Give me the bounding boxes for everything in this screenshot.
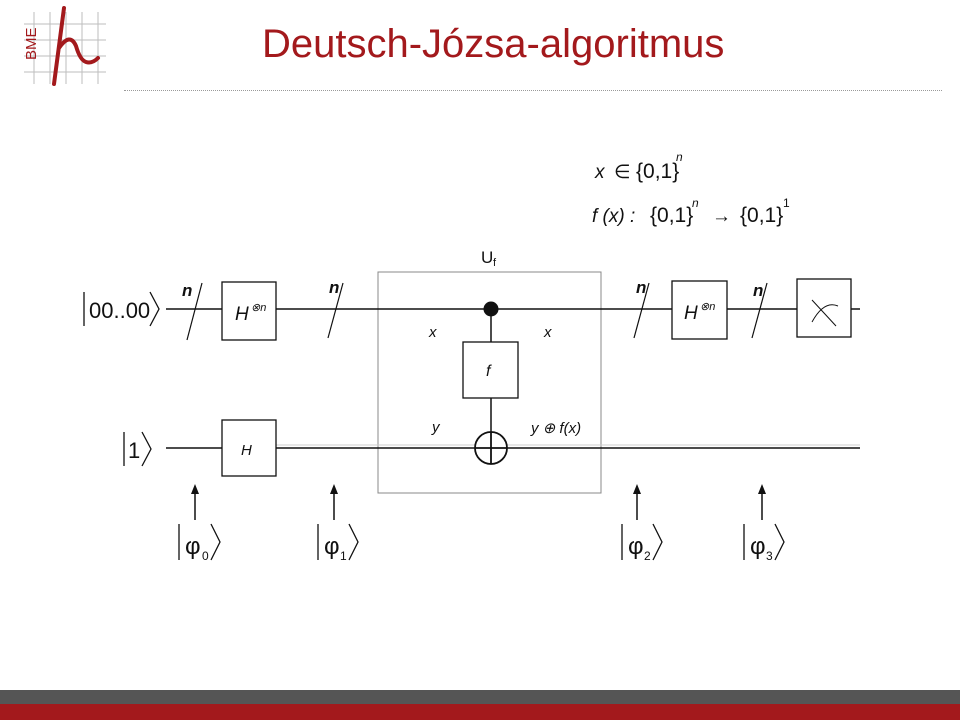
logo-grid: [24, 12, 106, 84]
title-divider: [124, 90, 942, 91]
input-top-label: 00..00: [89, 298, 150, 323]
formula1-rel: ∈: [614, 162, 631, 183]
svg-text:H: H: [241, 442, 252, 459]
wire-slash-1: [186, 282, 203, 341]
n-label-4: n: [753, 281, 763, 300]
wire-slash-2: [327, 282, 344, 339]
logo-h-glyph: [52, 6, 100, 86]
svg-text:⊗n: ⊗n: [251, 302, 266, 314]
input-ket-bottom: 1: [123, 431, 152, 467]
svg-text:3: 3: [766, 549, 773, 563]
svg-text:φ: φ: [185, 533, 201, 560]
formula2-domain: {0,1}: [650, 204, 693, 227]
uf-label: U f: [481, 248, 497, 269]
hadamard-n-gate-2: H ⊗n: [671, 280, 728, 340]
xor-target: [474, 431, 508, 465]
svg-text:φ: φ: [750, 533, 766, 560]
svg-text:1: 1: [340, 549, 347, 563]
qubit-labels: x x y y ⊕ f(x): [428, 324, 581, 437]
uf-box: [377, 271, 602, 494]
measurement-meter-icon: [796, 278, 852, 338]
formula2-codomain: {0,1}: [740, 204, 783, 227]
wire-slash-3: [633, 282, 650, 339]
n-label-2: n: [329, 278, 339, 297]
svg-text:0: 0: [202, 549, 209, 563]
hadamard-n-gate-1: H ⊗n: [221, 281, 277, 341]
state-arrows: [191, 484, 766, 520]
footer-bar-gray: [0, 690, 960, 704]
oracle-f-gate: f: [462, 341, 519, 399]
svg-text:f: f: [486, 363, 492, 380]
formula2-arrow: →: [712, 206, 731, 227]
formula1-set: {0,1}: [636, 160, 679, 183]
state-ket-0: φ 0: [178, 523, 221, 563]
formula1-var: x: [594, 162, 606, 183]
label-x-in: x: [428, 324, 437, 341]
state-ket-3: φ 3: [743, 523, 785, 563]
n-label-3: n: [636, 278, 646, 297]
label-x-out: x: [543, 324, 552, 341]
formula2-codomain-exp: 1: [783, 196, 790, 210]
wire-n-labels: n n n n: [182, 278, 763, 300]
logo-text: BME: [23, 27, 40, 60]
svg-text:U: U: [481, 248, 493, 267]
input-ket-top: 00..00: [83, 291, 160, 327]
formula2-func: f (x) :: [592, 206, 635, 227]
label-y-in: y: [431, 419, 441, 436]
formula2-domain-exp: n: [692, 196, 699, 210]
state-ket-2: φ 2: [621, 523, 663, 563]
svg-text:f: f: [493, 257, 497, 269]
formula-domain: x ∈ {0,1} n: [594, 150, 683, 183]
formula1-exp: n: [676, 150, 683, 164]
svg-text:φ: φ: [324, 533, 340, 560]
page-title: Deutsch-Józsa-algoritmus: [262, 22, 725, 66]
formula-function: f (x) : {0,1} n → {0,1} 1: [592, 196, 790, 227]
state-ket-1: φ 1: [317, 523, 359, 563]
svg-text:H: H: [684, 303, 698, 324]
n-label-1: n: [182, 281, 192, 300]
bme-logo: BME: [23, 6, 106, 86]
svg-text:φ: φ: [628, 533, 644, 560]
svg-text:⊗n: ⊗n: [700, 301, 715, 313]
svg-text:2: 2: [644, 549, 651, 563]
input-bottom-label: 1: [128, 438, 140, 463]
footer-bar-red: [0, 704, 960, 720]
svg-text:H: H: [235, 304, 249, 325]
label-y-out: y ⊕ f(x): [530, 420, 581, 437]
hadamard-gate: H: [221, 419, 277, 477]
wire-slash-4: [751, 282, 768, 339]
